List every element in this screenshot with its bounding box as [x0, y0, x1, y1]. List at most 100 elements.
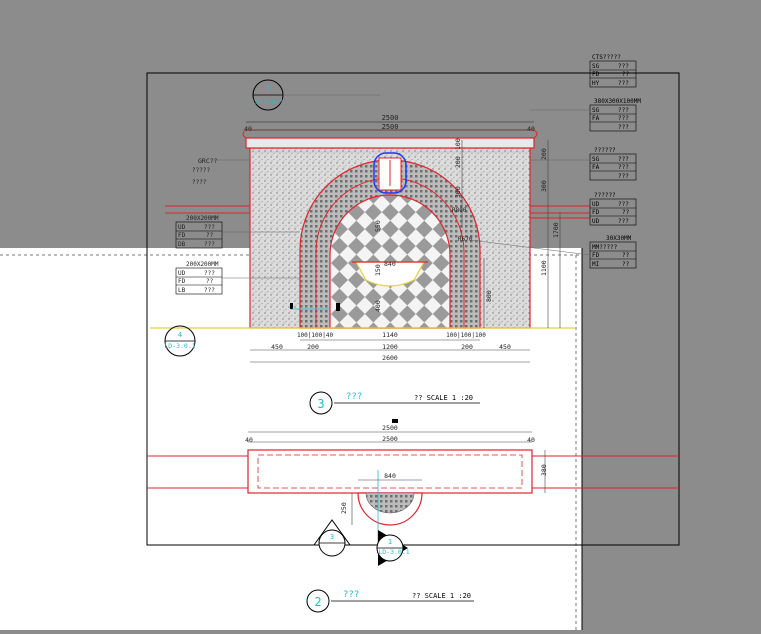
dim-side-left: 40	[244, 125, 252, 133]
table1-header: 200X200MM	[186, 215, 219, 222]
label-550: 550	[374, 220, 382, 232]
rt4-header: ??????	[594, 192, 616, 199]
rt5r2-val: ??	[622, 252, 630, 259]
dim-right-b: 300	[540, 180, 548, 192]
plan-dim-depth: 380	[540, 464, 548, 476]
label-400: 400	[374, 300, 382, 312]
plan-title-bubble	[306, 589, 330, 613]
dim-row2-d: 200	[461, 343, 473, 351]
rt3r1-val: ???	[618, 156, 629, 163]
rt1r2-val: ??	[622, 71, 630, 78]
t1r1-val: ???	[204, 224, 215, 231]
t1r2-val: ??	[206, 232, 214, 239]
dim-height-b: 200	[454, 156, 462, 168]
rt5r2-code: FD	[592, 252, 600, 259]
plan-title-text: ???	[343, 590, 359, 600]
dim-top-total: 2500	[382, 114, 399, 122]
dim-row2-c: 1200	[382, 343, 398, 351]
rt4r2-val: ??	[622, 209, 630, 216]
plan-view: 2500 2500 40 40 380 840 250 3 1 LD-3.0.1…	[147, 419, 679, 613]
table2-header: 200X200MM	[186, 261, 219, 268]
t1r1-code: UD	[178, 224, 186, 231]
rt4r3-val: ???	[618, 218, 629, 225]
label-r800: R800	[452, 207, 467, 214]
rt2r2-code: FA	[592, 115, 600, 122]
rt2r2-val: ???	[618, 115, 629, 122]
rt5r3-code: MI	[592, 261, 600, 268]
rt1-header: CTS?????	[592, 54, 621, 61]
dim-top-inner: 2500	[382, 123, 399, 131]
rt4r3-code: UD	[592, 218, 600, 225]
section-right-ref: LD-3.0.1	[378, 548, 409, 556]
dim-right-a: 200	[540, 148, 548, 160]
plan-dim-basin: 840	[384, 472, 396, 480]
callout-top-ref: LD-3.0.1	[252, 98, 283, 106]
t1r3-val: ???	[204, 241, 215, 248]
elevation-view: 2500 2500 40 40 100 200 300 200 300 1700…	[150, 114, 590, 415]
elevation-title-text: ???	[346, 392, 362, 402]
rt5r1-code: MM?????	[592, 244, 618, 251]
dim-side-right: 40	[527, 125, 535, 133]
right-annotations: CTS????? SG ??? FD ?? HY ??? 380X300X100…	[469, 54, 641, 269]
dim-row2-b: 200	[307, 343, 319, 351]
grc-label: GRC??	[198, 157, 218, 165]
rt4r1-val: ???	[618, 201, 629, 208]
callout-top[interactable]: 3 LD-3.0.1	[252, 79, 380, 111]
rt4: ?????? UD ??? FD ?? UD ???	[589, 192, 637, 226]
t2r2-code: FD	[178, 278, 186, 285]
t2r3-val: ???	[204, 287, 215, 294]
basin	[354, 261, 426, 287]
callout-top-number: 3	[266, 86, 270, 94]
plan-scale: ?? SCALE 1 :20	[412, 592, 471, 600]
grc-sub: ?????	[192, 167, 210, 174]
material-table-2: 200X200MM UD ??? FD ?? LB ???	[175, 261, 223, 295]
rt3r2-val: ???	[618, 164, 629, 171]
rt2-header: 380X300X100MM	[594, 98, 641, 105]
label-r670: R670	[458, 236, 473, 243]
rt3r3-val: ???	[618, 173, 629, 180]
dim-right-c: 1700	[552, 222, 560, 238]
label-800: 800	[485, 290, 493, 302]
elevation-title-number: 3	[317, 397, 324, 411]
plan-dim-right: 40	[527, 436, 535, 444]
dim-row2-a: 450	[271, 343, 283, 351]
elevation-scale: ?? SCALE 1 :20	[414, 394, 473, 402]
material-table-1: 200X200MM UD ??? FD ?? DB ???	[175, 215, 223, 249]
plan-dim-top: 2500	[382, 435, 398, 443]
rt1r1-val: ???	[618, 63, 629, 70]
rt2: 380X300X100MM SG ??? FA ??? ???	[589, 98, 641, 132]
dim-row2-e: 450	[499, 343, 511, 351]
label-840: 840	[384, 260, 396, 268]
t2r1-code: UD	[178, 270, 186, 277]
rt3: ?????? SG ??? FA ??? ???	[589, 147, 637, 181]
rt1: CTS????? SG ??? FD ?? HY ???	[589, 54, 637, 88]
dim-right-d: 1100	[540, 260, 548, 276]
callout-left-number: 4	[178, 331, 182, 339]
rt2r1-code: SG	[592, 107, 600, 114]
t1r3-code: DB	[178, 241, 186, 248]
section-right-number: 1	[388, 538, 392, 546]
rt1r2-code: FD	[592, 71, 600, 78]
rt3r1-code: SG	[592, 156, 600, 163]
plan-dim-total: 2500	[382, 424, 398, 432]
t2r2-val: ??	[206, 278, 214, 285]
plan-dim-basin-depth: 250	[340, 502, 348, 514]
callout-left-ref: LD-3.0.1	[164, 342, 195, 350]
section-mark-left[interactable]: 3	[313, 519, 351, 557]
rt1r1-code: SG	[592, 63, 600, 70]
rt5-header: 30X30MM	[606, 235, 632, 242]
rt5r3-val: ??	[622, 261, 630, 268]
rt1r3-code: HY	[592, 80, 600, 87]
left-annotations: GRC?? ????? ???? 200X200MM UD ??? FD ?? …	[175, 157, 300, 295]
dim-height-a: 100	[454, 138, 462, 150]
plan-dim-left: 40	[245, 436, 253, 444]
callout-left[interactable]: 4 LD-3.0.1	[164, 325, 196, 357]
plan-wall	[247, 449, 533, 494]
label-150: 150	[374, 264, 382, 276]
dim-height-c: 300	[454, 186, 462, 198]
grc-sub2: ????	[192, 179, 207, 186]
section-mark-right[interactable]: 1 LD-3.0.1	[376, 530, 410, 566]
lion-mask	[373, 152, 407, 194]
